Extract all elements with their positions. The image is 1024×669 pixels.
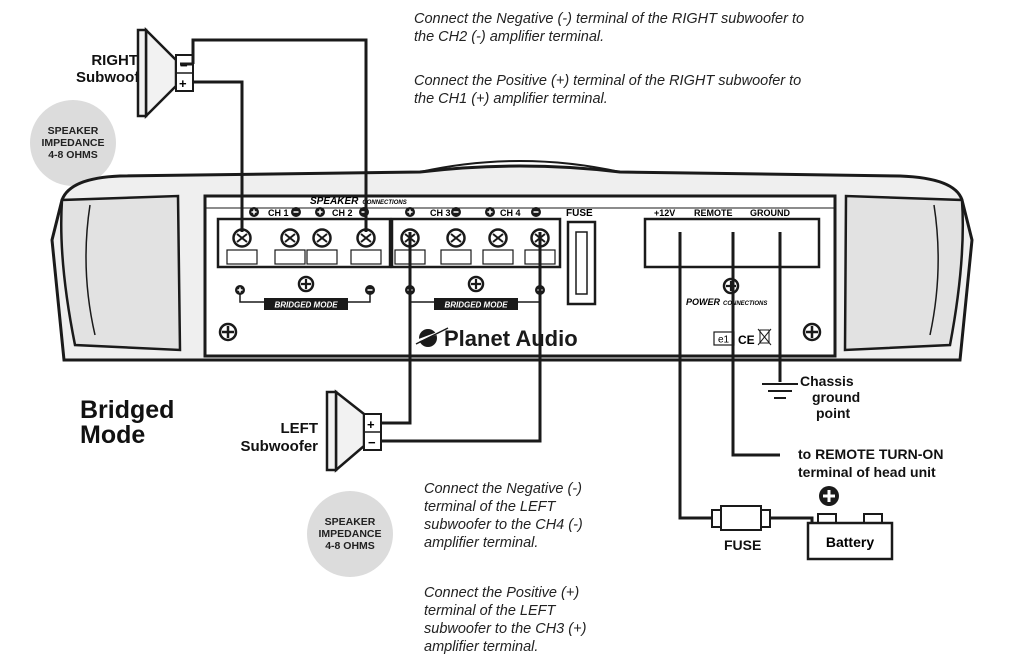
bridged-mode-text: BRIDGED MODE xyxy=(274,301,338,310)
note-line: the CH1 (+) amplifier terminal. xyxy=(414,91,608,107)
bridged-mode-text: BRIDGED MODE xyxy=(444,301,508,310)
plus-icon: + xyxy=(179,76,187,91)
cert-e1: e1 xyxy=(718,335,730,346)
screw-icon xyxy=(297,275,315,293)
wire-12v xyxy=(678,232,720,520)
cert-ce: CE xyxy=(738,333,755,347)
screw-icon xyxy=(218,322,238,342)
note-left-positive: Connect the Positive (+) terminal of the… xyxy=(424,585,587,655)
fuse-label: FUSE xyxy=(724,537,762,553)
wire-left-negative xyxy=(381,232,542,443)
note-right-negative: Connect the Negative (-) terminal of the… xyxy=(414,10,804,46)
inline-fuse xyxy=(711,505,771,531)
chassis-ground-label: Chassis ground point xyxy=(800,373,861,421)
power-label-12v: +12V xyxy=(654,208,675,218)
note-line: the CH2 (-) amplifier terminal. xyxy=(414,29,605,45)
screw-icon xyxy=(802,322,822,342)
screw-icon xyxy=(722,277,740,295)
power-label-remote: REMOTE xyxy=(694,208,733,218)
remote-turn-on-label: to REMOTE TURN-ON terminal of head unit xyxy=(798,446,944,480)
left-subwoofer-label: LEFT Subwoofer xyxy=(240,420,319,455)
amp-fuse-text: FUSE xyxy=(566,208,593,219)
channel-labels: CH 1 CH 2 CH 3 CH 4 xyxy=(249,207,541,218)
channel-label: CH 3 xyxy=(430,208,451,218)
terminal-screw-icon xyxy=(226,228,258,265)
battery: Battery xyxy=(806,486,894,561)
wire-battery xyxy=(770,516,814,526)
right-subwoofer-label: RIGHT Subwoofer xyxy=(76,52,154,86)
wire-remote xyxy=(731,232,780,457)
channel-label: CH 4 xyxy=(500,208,521,218)
wires xyxy=(180,38,814,526)
amp-fuse-holder: FUSE xyxy=(566,208,597,306)
left-subwoofer: + − xyxy=(325,389,382,473)
channel-label: CH 1 xyxy=(268,208,289,218)
power-label-ground: GROUND xyxy=(750,208,790,218)
channel-label: CH 2 xyxy=(332,208,353,218)
battery-label: Battery xyxy=(826,534,874,550)
bridged-mode-bracket-1: BRIDGED MODE xyxy=(235,275,375,310)
brand-logo: Planet Audio xyxy=(413,326,578,351)
weee-icon xyxy=(757,328,772,346)
note-line: Connect the Negative (-) terminal of the… xyxy=(414,11,805,27)
screw-icon xyxy=(467,275,485,293)
terminal-screw-icon xyxy=(440,228,472,265)
minus-icon: − xyxy=(368,435,376,450)
note-right-positive: Connect the Positive (+) terminal of the… xyxy=(414,72,801,108)
terminal-screw-icon xyxy=(274,228,306,265)
wire-right-negative xyxy=(180,38,368,232)
ground-icon xyxy=(762,383,798,399)
right-subwoofer: − + xyxy=(136,26,194,120)
wire-right-positive xyxy=(193,80,244,232)
terminal-screw-icon xyxy=(482,228,514,265)
note-left-negative: Connect the Negative (-) terminal of the… xyxy=(424,481,583,551)
brand-name: Planet Audio xyxy=(444,326,578,351)
wire-left-positive xyxy=(381,232,412,425)
plus-icon: + xyxy=(367,417,375,432)
terminal-screw-icon xyxy=(306,228,338,265)
note-line: Connect the Positive (+) terminal of the… xyxy=(414,73,802,89)
mode-title: Bridged Mode xyxy=(80,396,175,449)
